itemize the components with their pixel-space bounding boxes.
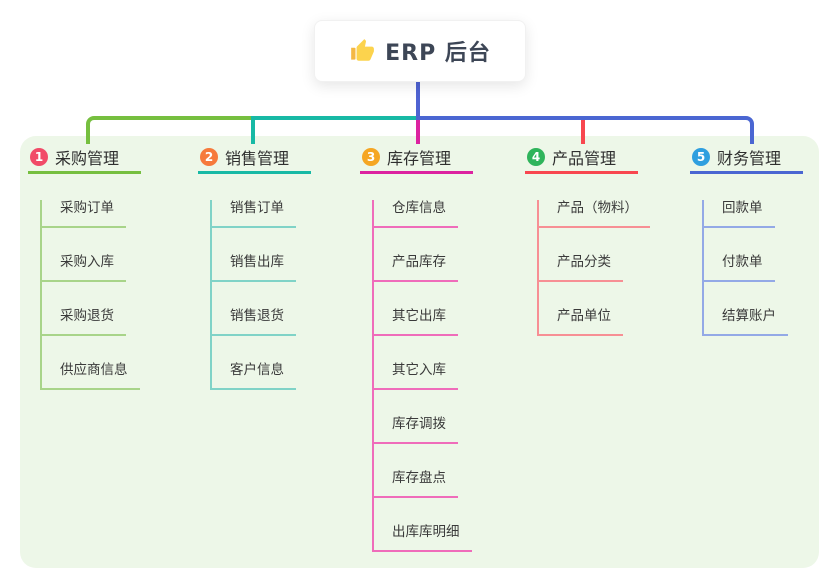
root-node[interactable]: ERP 后台 xyxy=(314,20,526,82)
connector-riser-product xyxy=(581,118,585,144)
connector-bus-left xyxy=(86,116,251,144)
node-item[interactable]: 其它出库 xyxy=(374,308,458,336)
node-item[interactable]: 供应商信息 xyxy=(42,362,140,390)
connector-riser-inventory xyxy=(416,118,420,144)
branch-label: 销售管理 xyxy=(225,149,290,168)
branch-children-sales: 销售订单销售出库销售退货客户信息 xyxy=(210,199,311,390)
branch-label: 采购管理 xyxy=(55,149,120,168)
branch-children-purchase: 采购订单采购入库采购退货供应商信息 xyxy=(40,199,141,390)
branch-product: 4 产品管理产品（物料） 产品分类产品单位 xyxy=(525,146,650,336)
node-item[interactable]: 产品分类 xyxy=(539,254,623,282)
branch-title-finance[interactable]: 5 财务管理 xyxy=(690,148,804,174)
node-item[interactable]: 采购入库 xyxy=(42,254,126,282)
branch-badge: 5 xyxy=(692,148,710,166)
node-item[interactable]: 采购退货 xyxy=(42,308,126,336)
branch-badge: 2 xyxy=(200,148,218,166)
branch-finance: 5 财务管理回款单付款单结算账户 xyxy=(690,146,804,336)
node-item[interactable]: 库存盘点 xyxy=(374,470,458,498)
branch-title-inventory[interactable]: 3 库存管理 xyxy=(360,148,474,174)
node-item[interactable]: 仓库信息 xyxy=(374,200,458,228)
connector-bus-middle xyxy=(251,116,418,144)
node-item[interactable]: 产品（物料） xyxy=(539,200,650,228)
branch-inventory: 3 库存管理仓库信息产品库存其它出库其它入库库存调拨库存盘点出库库明细 xyxy=(360,146,474,552)
branch-label: 产品管理 xyxy=(552,149,617,168)
branch-badge: 3 xyxy=(362,148,380,166)
connector-root-stem xyxy=(416,81,420,120)
node-item[interactable]: 销售退货 xyxy=(212,308,296,336)
node-item[interactable]: 产品库存 xyxy=(374,254,458,282)
root-title: ERP 后台 xyxy=(385,41,491,66)
thumbs-up-icon xyxy=(351,39,375,61)
node-item[interactable]: 采购订单 xyxy=(42,200,126,228)
branch-label: 库存管理 xyxy=(387,149,452,168)
branch-purchase: 1 采购管理采购订单采购入库采购退货供应商信息 xyxy=(28,146,142,390)
node-item[interactable]: 付款单 xyxy=(704,254,775,282)
node-item[interactable]: 结算账户 xyxy=(704,308,788,336)
node-item[interactable]: 产品单位 xyxy=(539,308,623,336)
node-item[interactable]: 销售出库 xyxy=(212,254,296,282)
node-item[interactable]: 库存调拨 xyxy=(374,416,458,444)
branch-title-product[interactable]: 4 产品管理 xyxy=(525,148,639,174)
branch-children-inventory: 仓库信息产品库存其它出库其它入库库存调拨库存盘点出库库明细 xyxy=(372,199,473,552)
node-item[interactable]: 销售订单 xyxy=(212,200,296,228)
node-item[interactable]: 其它入库 xyxy=(374,362,458,390)
node-item[interactable]: 客户信息 xyxy=(212,362,296,390)
branch-badge: 1 xyxy=(30,148,48,166)
branch-children-finance: 回款单付款单结算账户 xyxy=(702,199,803,336)
node-item[interactable]: 出库库明细 xyxy=(374,524,472,552)
node-item[interactable]: 回款单 xyxy=(704,200,775,228)
branch-label: 财务管理 xyxy=(717,149,782,168)
branch-badge: 4 xyxy=(527,148,545,166)
branch-title-purchase[interactable]: 1 采购管理 xyxy=(28,148,142,174)
branch-sales: 2 销售管理销售订单销售出库销售退货客户信息 xyxy=(198,146,312,390)
branch-title-sales[interactable]: 2 销售管理 xyxy=(198,148,312,174)
connector-bus-right xyxy=(418,116,754,144)
branch-children-product: 产品（物料） 产品分类产品单位 xyxy=(537,199,650,336)
